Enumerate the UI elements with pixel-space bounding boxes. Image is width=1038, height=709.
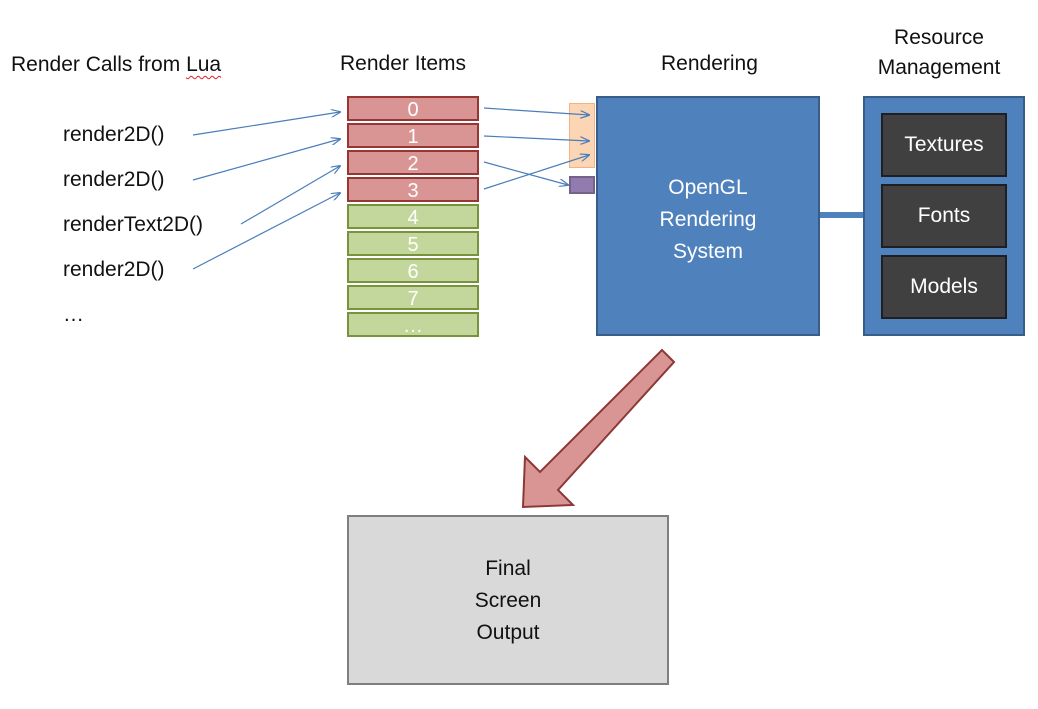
render-call: render2D() bbox=[63, 168, 165, 191]
rendering-resource-link bbox=[820, 212, 863, 218]
output-line1: Final bbox=[485, 557, 531, 580]
rendering-system-line3: System bbox=[672, 240, 743, 263]
item-to-renderer-arrow bbox=[483, 155, 589, 190]
opengl-rendering-system: OpenGL Rendering System bbox=[596, 96, 820, 336]
resource-fonts: Fonts bbox=[881, 184, 1007, 248]
render-call: renderText2D() bbox=[63, 213, 204, 236]
render-items-heading: Render Items bbox=[340, 52, 467, 75]
item-to-renderer-arrow bbox=[483, 135, 589, 141]
render-item-free: … bbox=[347, 312, 479, 337]
spellcheck-underline: Lua bbox=[186, 53, 222, 76]
call-to-item-arrow bbox=[192, 193, 340, 270]
final-screen-output: Final Screen Output bbox=[347, 515, 669, 685]
render-calls-heading: Render Calls from Lua bbox=[11, 50, 221, 80]
output-line3: Output bbox=[476, 621, 540, 644]
resource-models: Models bbox=[881, 255, 1007, 319]
render-item-used: 3 bbox=[347, 177, 479, 202]
item-to-renderer-arrow bbox=[483, 107, 589, 115]
resource-management-heading-line1: Resource bbox=[894, 26, 984, 49]
render-item-free: 5 bbox=[347, 231, 479, 256]
render-item-free: 4 bbox=[347, 204, 479, 229]
output-line2: Screen bbox=[474, 589, 542, 612]
resource-management-heading: Resource Management bbox=[866, 23, 1012, 83]
render-item-used: 2 bbox=[347, 150, 479, 175]
render-item-free: 7 bbox=[347, 285, 479, 310]
call-to-item-arrow bbox=[192, 112, 340, 136]
call-to-item-arrow bbox=[240, 166, 340, 225]
rendering-heading: Rendering bbox=[661, 52, 758, 75]
call-to-item-arrow bbox=[192, 139, 340, 181]
render-call-ellipsis: … bbox=[63, 303, 84, 326]
render-calls-heading-text: Render Calls from Lua bbox=[11, 53, 222, 76]
render-call: render2D() bbox=[63, 123, 165, 146]
item-to-renderer-arrow bbox=[483, 161, 568, 185]
rendering-system-line2: Rendering bbox=[659, 208, 757, 231]
output-arrow bbox=[521, 348, 676, 509]
render-item-used: 1 bbox=[347, 123, 479, 148]
resource-textures: Textures bbox=[881, 113, 1007, 177]
render-call: render2D() bbox=[63, 258, 165, 281]
resource-management-heading-line2: Management bbox=[877, 56, 1001, 79]
render-item-used: 0 bbox=[347, 96, 479, 121]
rendering-system-line1: OpenGL bbox=[668, 176, 748, 199]
render-item-free: 6 bbox=[347, 258, 479, 283]
